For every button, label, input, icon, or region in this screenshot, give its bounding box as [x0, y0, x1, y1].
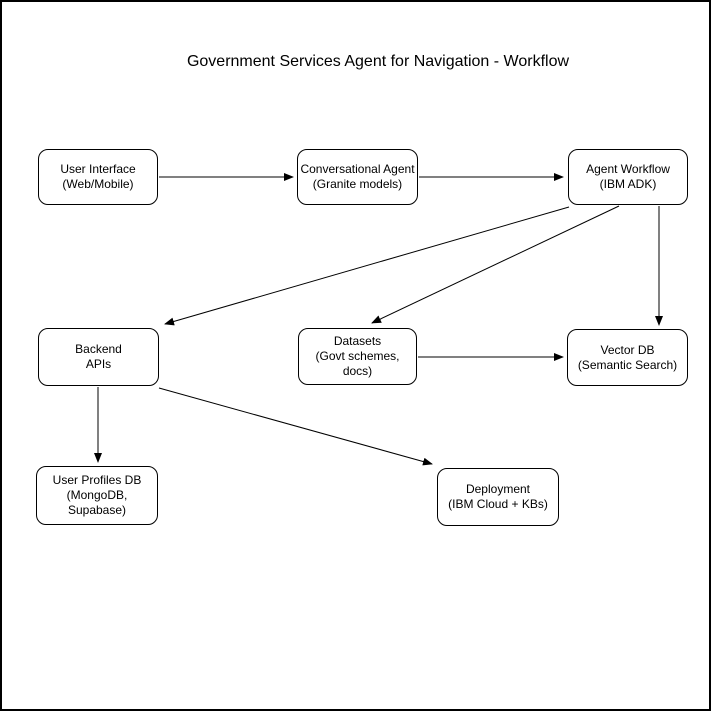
node-conversational-agent: Conversational Agent (Granite models) — [297, 149, 418, 205]
edge-backend-apis-to-deployment — [158, 387, 433, 466]
node-agent-workflow: Agent Workflow (IBM ADK) — [568, 149, 688, 205]
node-user-interface: User Interface (Web/Mobile) — [38, 149, 158, 205]
node-user-profiles-db: User Profiles DB (MongoDB, Supabase) — [36, 466, 158, 525]
node-vector-db: Vector DB (Semantic Search) — [567, 329, 688, 386]
node-backend-apis: Backend APIs — [38, 328, 159, 386]
edge-agent-workflow-to-backend-apis — [164, 206, 570, 326]
diagram-title: Government Services Agent for Navigation… — [186, 53, 570, 70]
edge-agent-workflow-to-datasets — [371, 205, 620, 324]
node-deployment: Deployment (IBM Cloud + KBs) — [437, 468, 559, 526]
node-datasets: Datasets (Govt schemes, docs) — [298, 328, 417, 385]
